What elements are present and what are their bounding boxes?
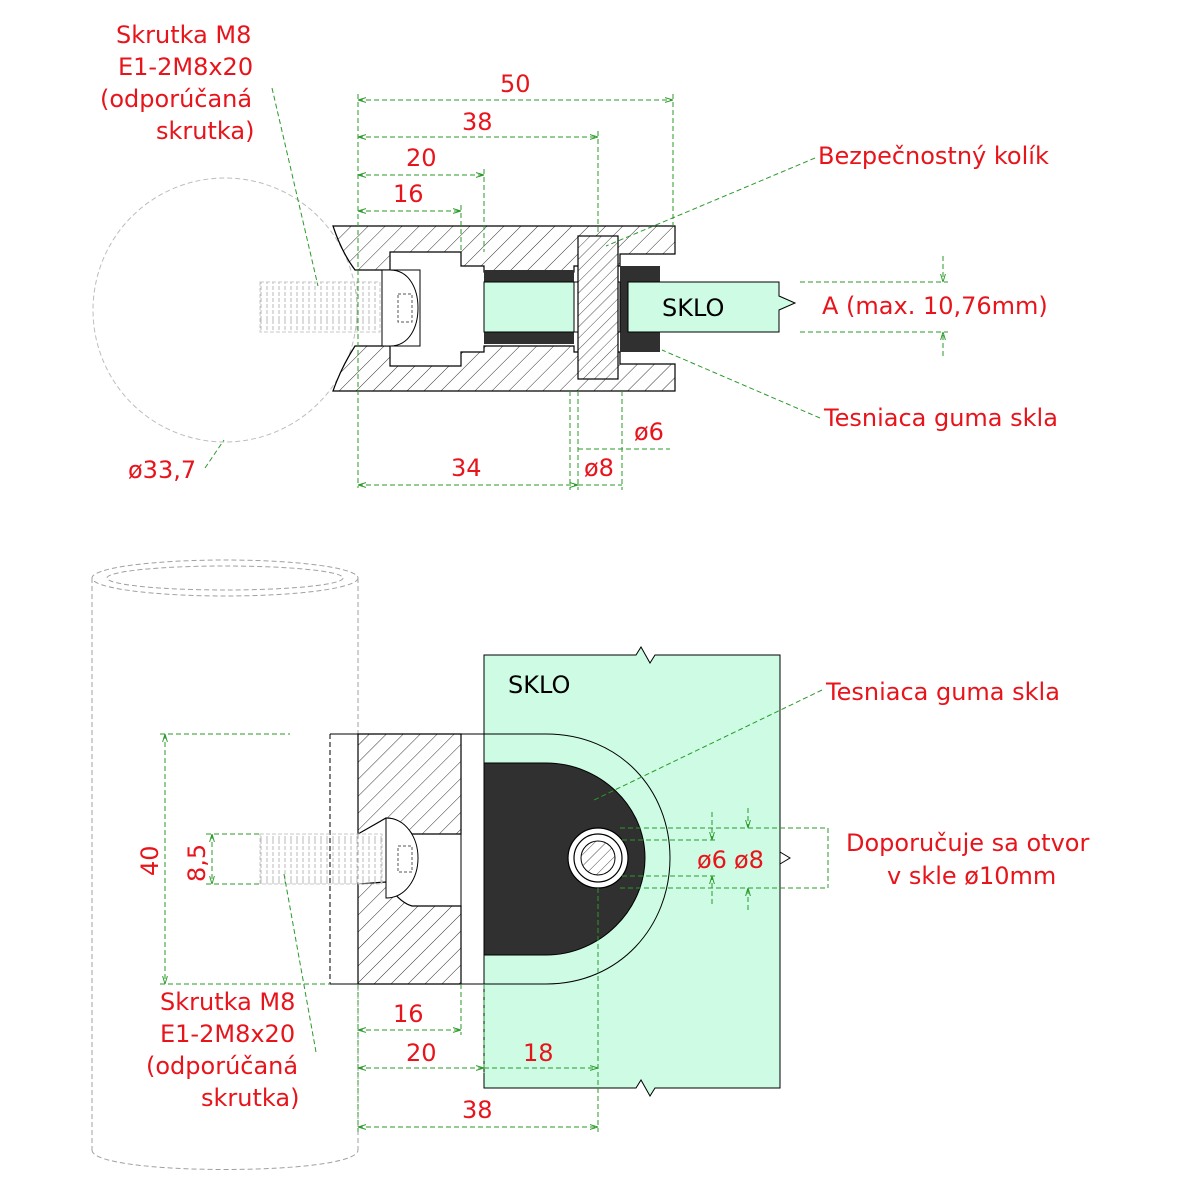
dim-20-top: 20 — [406, 144, 437, 172]
glass-label-side: SKLO — [508, 671, 570, 699]
dim-40: 40 — [136, 845, 164, 876]
dim-34: 34 — [451, 454, 482, 482]
safety-pin — [577, 235, 619, 380]
gasket-lower — [484, 332, 574, 344]
gasket-upper — [484, 270, 574, 282]
screw-head-dome — [389, 269, 419, 347]
dim-20-bottom: 20 — [406, 1039, 437, 1067]
tube-top-ellipse — [91, 559, 359, 597]
glass-sheet-break — [779, 851, 791, 865]
glass-label-top: SKLO — [662, 294, 724, 322]
clamp-side-section — [357, 733, 462, 836]
dim-16-top: 16 — [393, 180, 424, 208]
section-view: SKLO 50 38 20 16 34 ø8 ø6 A (max. 10,76m… — [92, 21, 1058, 490]
dim-50: 50 — [500, 70, 531, 98]
tube-diameter-label: ø33,7 — [128, 456, 196, 484]
tube-side-outline — [91, 578, 359, 1150]
screw-label-top-2: E1-2M8x20 — [118, 53, 253, 81]
dim-16-bottom: 16 — [393, 1000, 424, 1028]
screw-thread — [259, 281, 381, 333]
screw-thread-side — [259, 833, 383, 885]
screw-label-side-1: Skrutka M8 — [160, 988, 295, 1016]
dim-38-top: 38 — [462, 108, 493, 136]
dim-18: 18 — [523, 1039, 554, 1067]
gasket-side — [483, 762, 646, 956]
pin-label: Bezpečnostný kolík — [818, 142, 1049, 170]
clamp-side-section-lower — [357, 881, 462, 985]
screw-label-side-4: skrutka) — [201, 1084, 299, 1112]
dim-phi6-bottom: ø6 — [697, 846, 727, 874]
dim-phi6-top: ø6 — [634, 418, 664, 446]
screw-label-side-3: (odporúčaná — [146, 1052, 298, 1080]
dim-8-5: 8,5 — [183, 844, 211, 882]
glass-thickness-label: A (max. 10,76mm) — [822, 292, 1048, 320]
dim-phi8-top: ø8 — [584, 454, 614, 482]
glass-insert-in-clamp — [483, 281, 575, 333]
gasket-label-top: Tesniaca guma skla — [823, 404, 1058, 432]
screw-head-side — [385, 817, 419, 899]
hex-socket — [397, 293, 413, 323]
pin-hole-inner — [580, 840, 616, 876]
hole-rec-line1: Doporučuje sa otvor — [846, 829, 1089, 857]
screw-label-side-2: E1-2M8x20 — [160, 1020, 295, 1048]
clamp-upper-jaw — [332, 225, 676, 273]
clamp-side-body — [460, 733, 671, 985]
dim-phi8-bottom: ø8 — [734, 846, 764, 874]
dim-38-bottom: 38 — [462, 1096, 493, 1124]
tube-bottom-arc — [91, 1149, 359, 1170]
gasket-label-side: Tesniaca guma skla — [825, 678, 1060, 706]
glass-sheet-section — [627, 281, 797, 333]
tube-inner-ellipse — [106, 565, 344, 591]
screw-label-top-1: Skrutka M8 — [116, 21, 251, 49]
side-view: SKLO — [91, 559, 1089, 1170]
screw-label-top-4: skrutka) — [156, 117, 254, 145]
screw-head — [381, 269, 421, 347]
clamp-lower-jaw — [332, 345, 676, 392]
hex-socket-side — [397, 845, 413, 873]
screw-label-top-3: (odporúčaná — [100, 85, 252, 113]
hole-rec-line2: v skle ø10mm — [887, 862, 1056, 890]
